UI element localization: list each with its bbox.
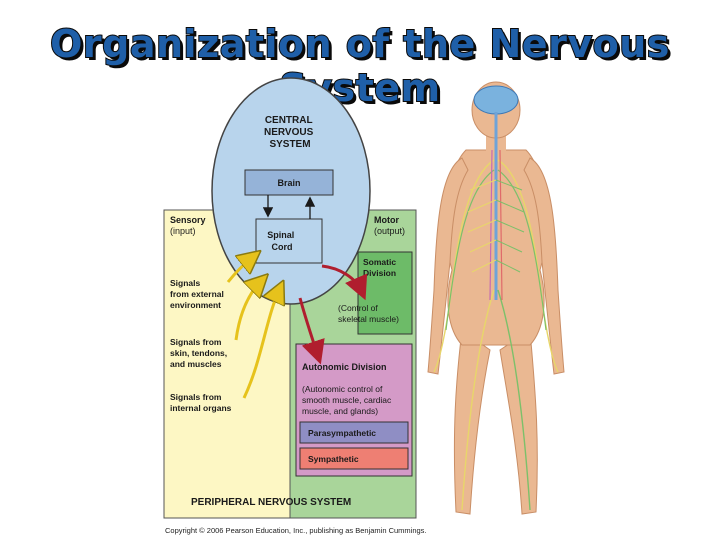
sensory-arrow-internal bbox=[242, 288, 280, 399]
figure-brain bbox=[473, 85, 519, 115]
cns-title: CENTRAL NERVOUS SYSTEM bbox=[264, 115, 316, 150]
brain-box bbox=[244, 169, 334, 196]
sensory-heading: Sensory bbox=[170, 215, 206, 225]
motor-arrow-somatic bbox=[321, 264, 368, 301]
signals-internal-label: Signals from internal organs bbox=[170, 392, 232, 413]
sensory-sub: (input) bbox=[170, 226, 196, 236]
copyright-notice: Copyright © 2006 Pearson Education, Inc.… bbox=[165, 526, 427, 535]
motor-arrow-autonomic bbox=[298, 297, 325, 365]
somatic-title: Somatic Division bbox=[363, 257, 398, 278]
brain-label: Brain bbox=[277, 178, 300, 188]
sensory-arrow-external bbox=[226, 256, 254, 283]
somatic-desc: (Control of skeletal muscle) bbox=[338, 303, 399, 324]
signals-external-label: Signals from external environment bbox=[170, 278, 226, 310]
sensory-arrow-skin bbox=[234, 280, 262, 341]
sympathetic-label: Sympathetic bbox=[308, 454, 359, 464]
spinal-cord-box bbox=[255, 218, 323, 264]
parasympathetic-label: Parasympathetic bbox=[308, 428, 376, 438]
human-figure bbox=[427, 81, 565, 515]
sympathetic-box bbox=[299, 447, 409, 470]
motor-sub: (output) bbox=[374, 226, 405, 236]
page-title: Organization of the Nervous System bbox=[49, 21, 670, 111]
motor-heading: Motor bbox=[374, 215, 399, 225]
autonomic-desc: (Autonomic control of smooth muscle, car… bbox=[302, 384, 394, 416]
pns-label: PERIPHERAL NERVOUS SYSTEM bbox=[191, 497, 351, 508]
autonomic-title: Autonomic Division bbox=[302, 362, 387, 372]
parasympathetic-box bbox=[299, 421, 409, 444]
signals-skin-label: Signals from skin, tendons, and muscles bbox=[170, 337, 230, 369]
spinal-cord-label: Spinal Cord bbox=[267, 230, 297, 252]
